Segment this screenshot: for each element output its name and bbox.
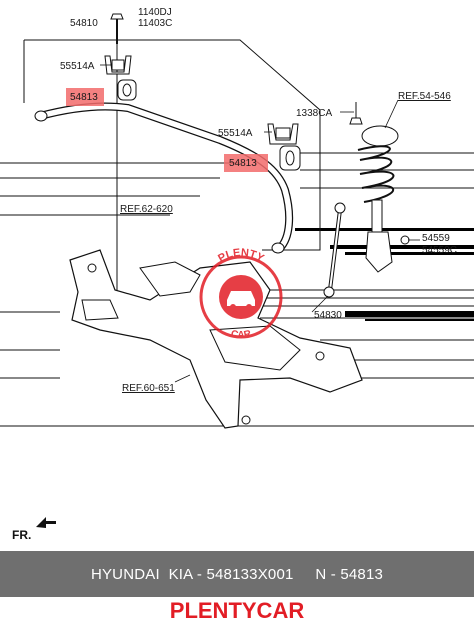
highlight-54813-top (66, 88, 104, 106)
label-1338ca: 1338CA (296, 108, 332, 119)
brand-name: PLENTYCAR (169, 598, 305, 623)
label-ref-54-546: REF.54-546 (398, 91, 451, 102)
dark-bands (295, 228, 474, 321)
watermark-seal: PLENTY CAR (199, 247, 283, 341)
direction-label: FR. (12, 528, 31, 542)
label-ref-60-651: REF.60-651 (122, 383, 175, 394)
bracket-mid (267, 123, 301, 171)
label-54559: 54559 (422, 233, 450, 244)
bracket-top (104, 55, 137, 101)
label-ref-62-620: REF.62-620 (120, 204, 173, 215)
strut-assembly (349, 102, 410, 273)
label-54830: 54830 (314, 310, 342, 321)
top-bolt (110, 13, 124, 330)
watermark-bottom-text: CAR (230, 328, 253, 341)
label-54559c: 54559C (422, 245, 457, 256)
subframe (69, 249, 363, 429)
assembly-frame (24, 39, 321, 251)
label-11403c: 11403C (138, 18, 172, 29)
label-54810: 54810 (70, 18, 98, 29)
label-1140dj: 1140DJ (138, 7, 172, 18)
label-55514a-mid: 55514A (218, 128, 253, 139)
label-54813-mid: 54813 (229, 158, 257, 169)
part-number-caption: HYUNDAI KIA - 548133X001 N - 54813 (0, 551, 474, 597)
leader-lines (100, 64, 420, 383)
label-54813-top: 54813 (70, 92, 98, 103)
stabilizer-link (323, 202, 346, 298)
parts-diagram: PLENTY CAR FR. 1140DJ 11403C 54810 55514… (0, 7, 474, 542)
front-direction-indicator: FR. (12, 517, 56, 542)
watermark-top-text: PLENTY (216, 247, 266, 265)
highlight-54813-mid (224, 154, 268, 172)
label-55514a-top: 55514A (60, 61, 95, 72)
